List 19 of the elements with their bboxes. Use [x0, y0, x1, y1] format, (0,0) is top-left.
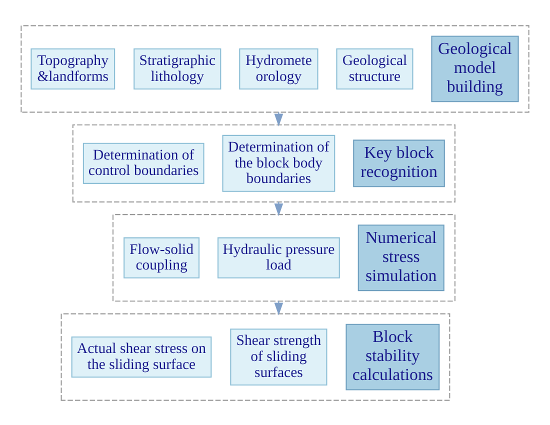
node-box: Stratigraphic lithology	[134, 48, 222, 90]
cluster	[112, 214, 456, 302]
node-box: Shear strength of sliding surfaces	[230, 328, 328, 386]
node-box: Geological model building	[431, 35, 519, 102]
node-box: Hydromete orology	[239, 48, 318, 90]
node-box: Topography &landforms	[30, 48, 116, 90]
node-box: Numerical stress simulation	[358, 224, 444, 291]
node-box: Geological structure	[336, 48, 414, 90]
arrow	[274, 112, 284, 126]
node-box: Hydraulic pressure load	[217, 236, 340, 278]
node-box: Flow-solid coupling	[124, 236, 200, 278]
cluster	[72, 124, 456, 202]
cluster	[60, 312, 450, 400]
node-box: Determination of control boundaries	[82, 142, 204, 184]
node-box: Actual shear stress on the sliding surface	[71, 336, 212, 378]
node-box: Key block recognition	[353, 139, 445, 187]
cluster	[20, 24, 530, 112]
node-box: Block stability calculations	[346, 323, 440, 390]
node-box: Determination of the block body boundaries	[222, 134, 336, 192]
